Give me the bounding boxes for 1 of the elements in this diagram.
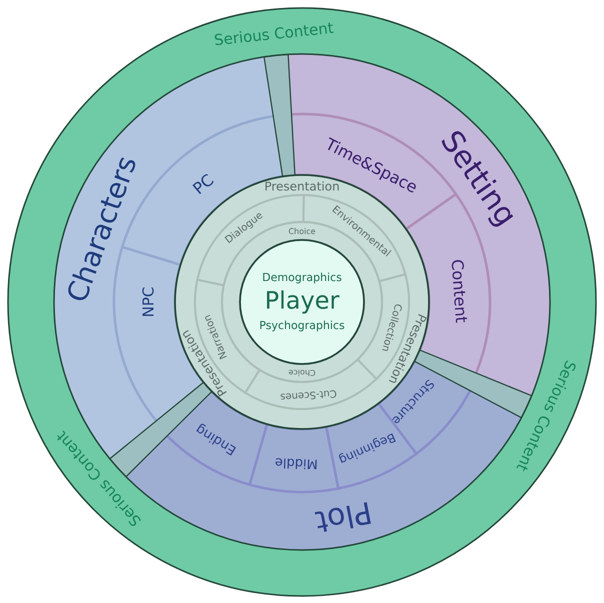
subcategory-segment: Middle bbox=[248, 422, 340, 494]
